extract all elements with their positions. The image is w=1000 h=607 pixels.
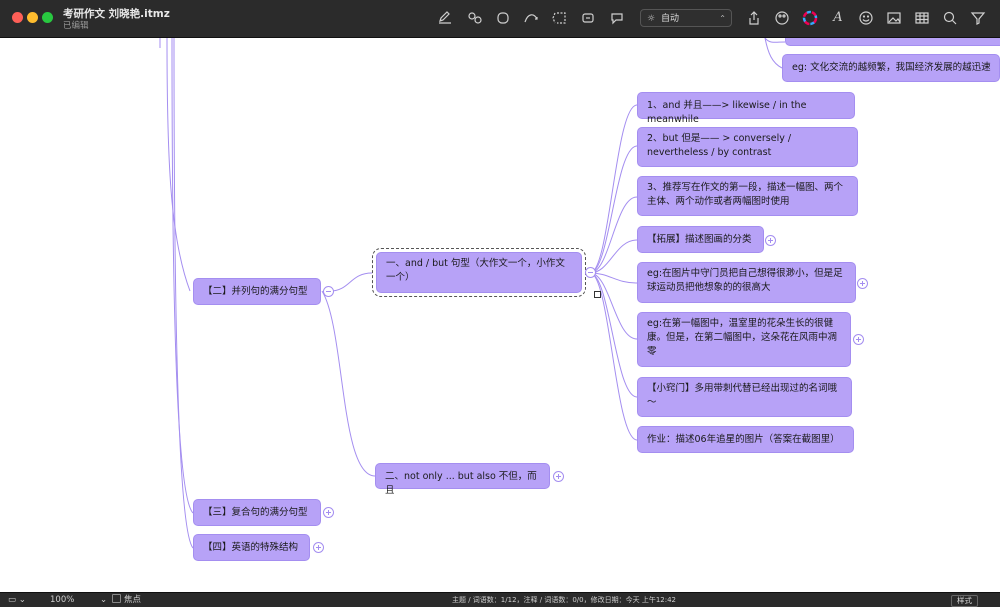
document-status: 已编辑 [63,21,89,31]
topic-node-and-likewise[interactable]: 1、and 并且——> likewise / in the meanwhile [637,92,855,125]
filter-icon[interactable] [969,10,987,26]
minimize-window-button[interactable] [27,12,38,23]
boundary-icon[interactable] [494,10,512,26]
collapse-icon[interactable] [585,267,596,278]
table-icon[interactable] [913,10,931,26]
topic-node-eg-culture[interactable]: eg: 文化交流的越频繁，我国经济发展的越迅速 [782,54,1000,82]
image-icon[interactable] [885,10,903,26]
zoom-level[interactable]: 100% [50,595,75,605]
topic-node-and-but-pattern[interactable]: 一、and / but 句型（大作文一个，小作文一个） [372,248,586,297]
emoji-icon[interactable] [857,10,875,26]
chevron-updown-icon: ⌃ [719,14,726,23]
style-button[interactable]: 样式 [951,595,978,607]
sidebar-toggle-icon[interactable]: ▭ ⌄ [8,595,26,605]
title-bar: 考研作文 刘晓艳.itmz 已编辑 ☼ 自动 ⌃ A [0,0,1000,38]
link-icon[interactable] [466,10,484,26]
mindmap-canvas[interactable]: eg: 文化交流的越频繁，我国经济发展的越迅速 1、and 并且——> like… [0,38,1000,592]
expand-icon[interactable] [313,542,324,553]
topic-node-extension-classification[interactable]: 【拓展】描述图画的分类 [637,226,764,253]
color-icon[interactable] [801,10,819,26]
comment-icon[interactable] [608,10,626,26]
expand-icon[interactable] [323,507,334,518]
topic-node-partial[interactable] [785,38,1000,46]
expand-icon[interactable] [853,334,864,345]
maximize-window-button[interactable] [42,12,53,23]
layout-select[interactable]: ☼ 自动 ⌃ [640,9,732,27]
edit-icon[interactable] [436,10,454,26]
topic-node-special-structure[interactable]: 【四】英语的特殊结构 [193,534,310,561]
expand-icon[interactable] [553,471,564,482]
share-icon[interactable] [745,10,763,26]
zoom-chevron-icon[interactable]: ⌄ [100,595,108,605]
search-icon[interactable] [941,10,959,26]
relation-icon[interactable] [522,10,540,26]
topic-node-complex-sentence[interactable]: 【三】复合句的满分句型 [193,499,321,526]
theme-icon[interactable] [773,10,791,26]
topic-node-eg-goalkeeper[interactable]: eg:在图片中守门员把自己想得很渺小，但是足球运动员把他想象的的很高大 [637,262,856,303]
sun-icon: ☼ [647,14,656,24]
topic-node-but-conversely[interactable]: 2、but 但是—— > conversely / nevertheless /… [637,127,858,167]
topic-node-eg-flower[interactable]: eg:在第一幅图中，温室里的花朵生长的很健康。但是，在第二幅图中，这朵花在风雨中… [637,312,851,367]
expand-icon[interactable] [857,278,868,289]
expand-icon[interactable] [765,235,776,246]
summary-icon[interactable] [550,10,568,26]
font-icon[interactable]: A [833,10,843,25]
status-bar: ▭ ⌄ 100% ⌄ 焦点 主题 / 词语数：1/12，注释 / 词语数：0/0… [0,592,1000,607]
close-window-button[interactable] [12,12,23,23]
document-stats: 主题 / 词语数：1/12，注释 / 词语数：0/0，修改日期：今天 上午12:… [452,596,676,604]
checkbox-icon [112,594,121,603]
collapse-icon[interactable] [323,286,334,297]
topic-node-compound-sentence[interactable]: 【二】并列句的满分句型 [193,278,321,305]
topic-node-not-only-but-also[interactable]: 二、not only ... but also 不但，而且 [375,463,550,496]
topic-node-tip-pronoun[interactable]: 【小窍门】多用带刺代替已经出现过的名词哦～ [637,377,852,417]
focus-toggle[interactable]: 焦点 [112,593,141,607]
topic-icon[interactable] [579,10,597,26]
resize-handle[interactable] [594,291,601,298]
topic-node-first-paragraph-tip[interactable]: 3、推荐写在作文的第一段，描述一幅图、两个主体、两个动作或者两幅图时使用 [637,176,858,216]
document-title: 考研作文 刘晓艳.itmz [63,8,170,20]
topic-node-homework[interactable]: 作业：描述06年追星的图片（答案在截图里） [637,426,854,453]
